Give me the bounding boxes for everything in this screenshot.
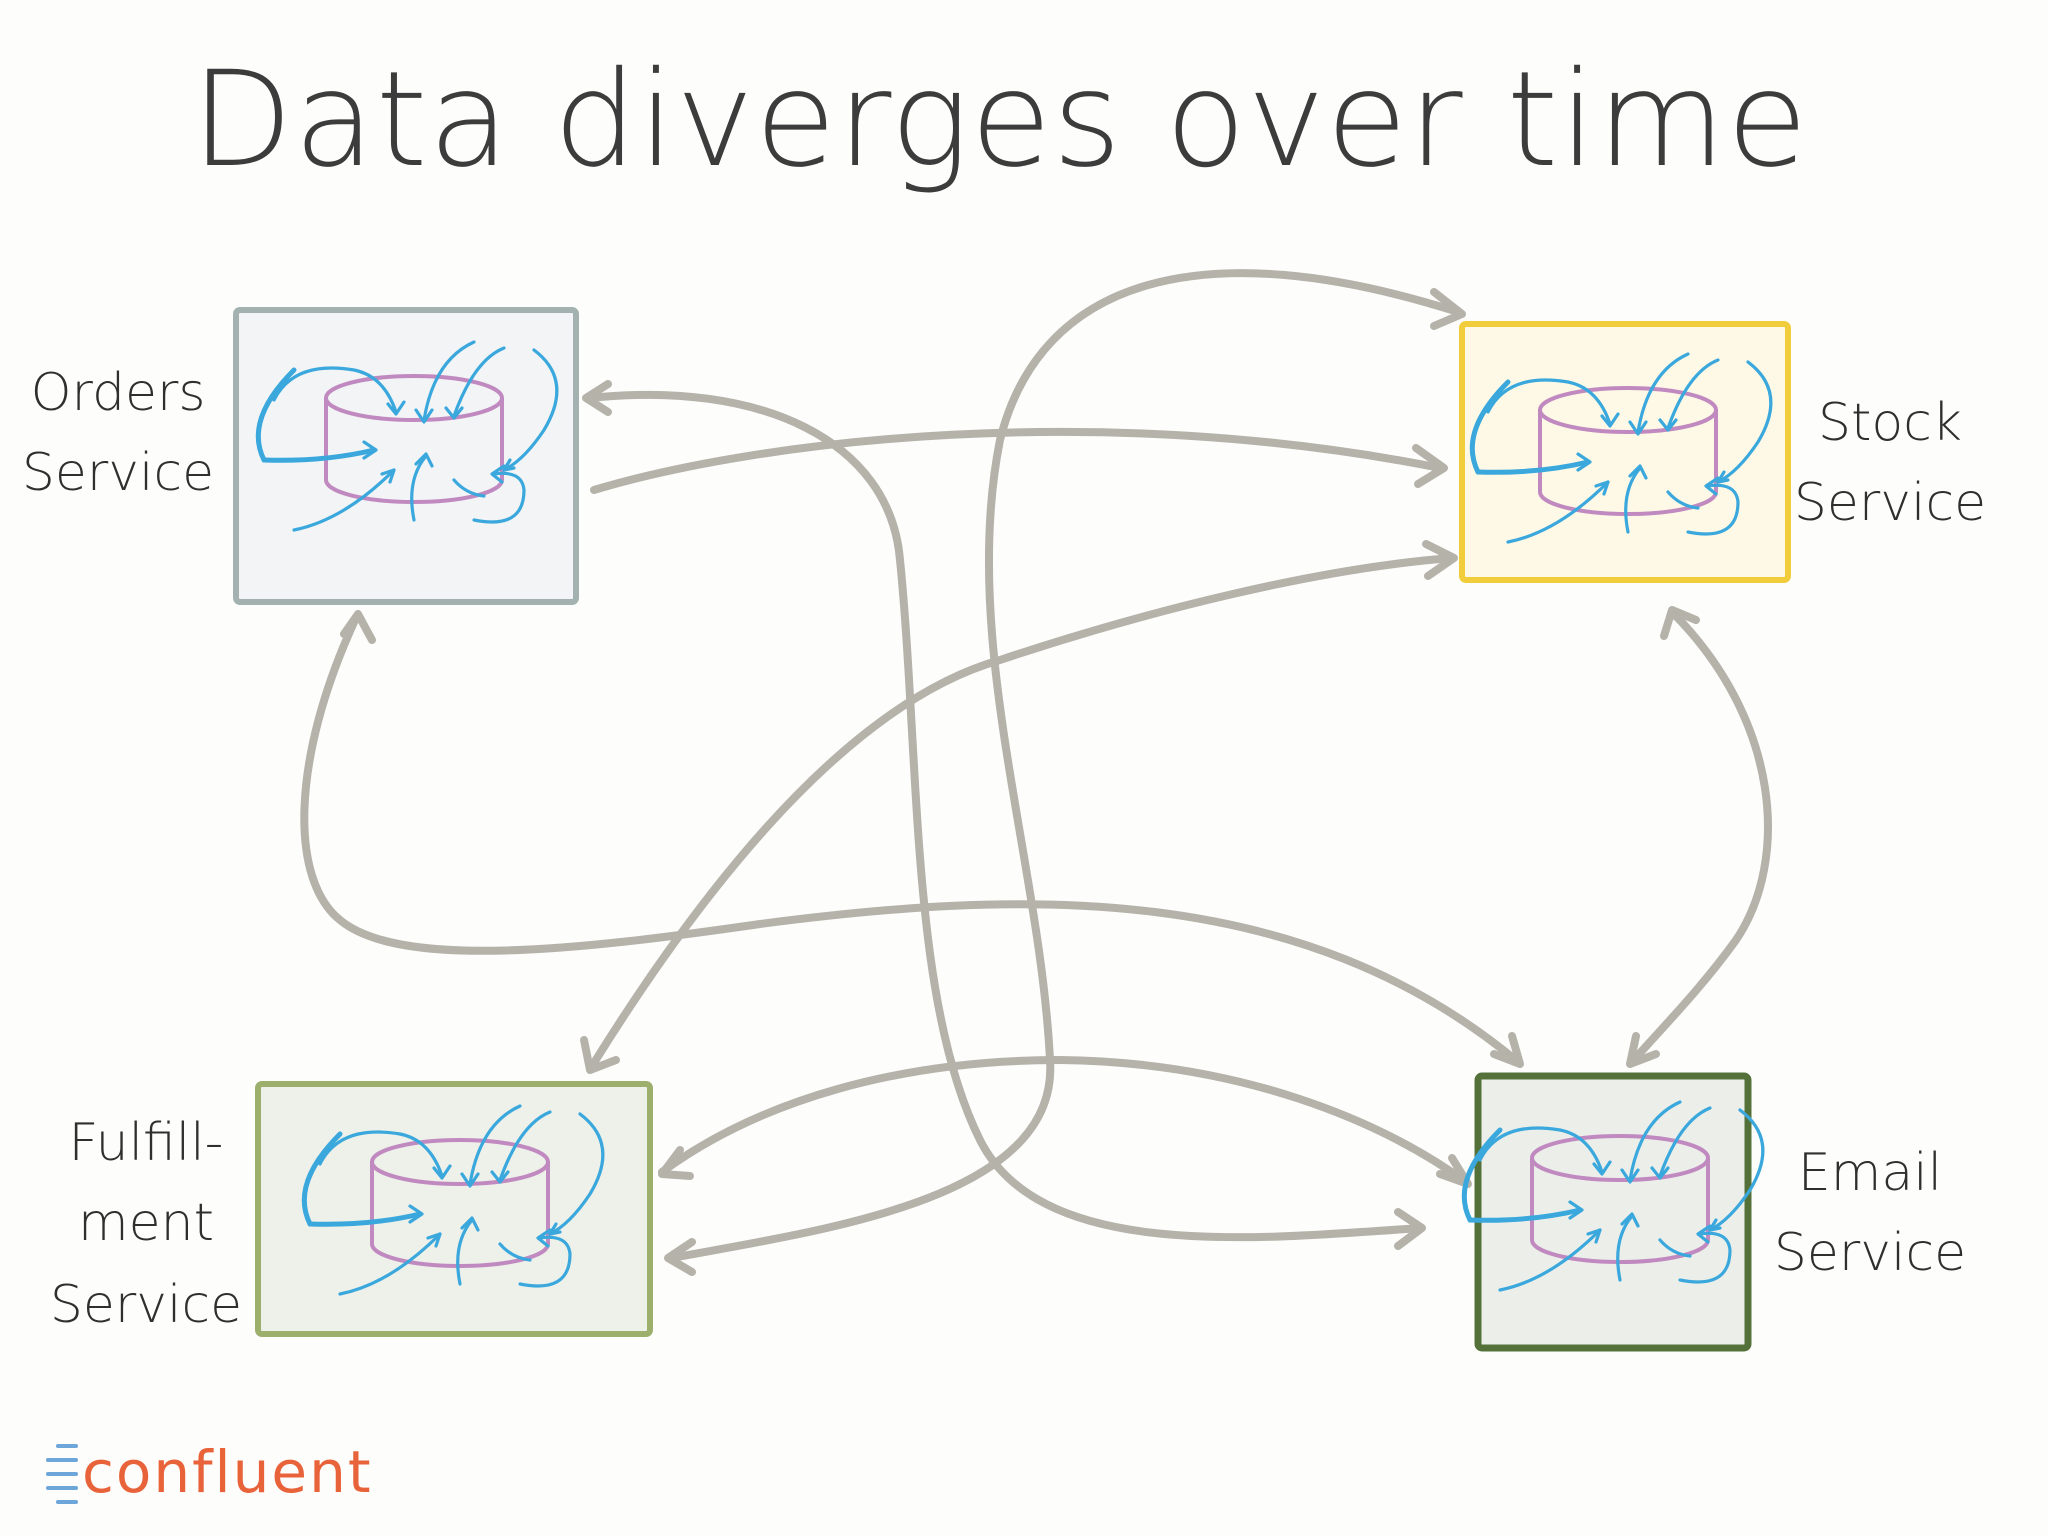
arrowhead-orders-stock xyxy=(1412,444,1448,488)
stock-label-line1: Stock xyxy=(1818,393,1962,453)
email-label-line1: Email xyxy=(1798,1143,1942,1203)
arrowhead-orders-email-start xyxy=(582,380,612,416)
connector-stock-email xyxy=(1628,608,1772,1066)
stock-service-box xyxy=(1459,321,1791,583)
connector-fulfillment-stock-top xyxy=(668,269,1462,1262)
connector-orders-email-curve xyxy=(300,614,1522,1066)
arrowhead-stock-email-end xyxy=(1626,1032,1660,1068)
arrowhead-fulfillment-stock-top-end xyxy=(1430,288,1466,330)
orders-service-box xyxy=(233,307,579,605)
fulfillment-label-line2: ment xyxy=(78,1193,214,1253)
connector-fulfillment-email xyxy=(658,1056,1470,1186)
page-title: Data diverges over time xyxy=(191,43,1809,197)
connectors xyxy=(300,269,1772,1276)
connector-fulfillment-stock-diag xyxy=(588,554,1456,1070)
email-service: Email Service xyxy=(1464,1072,1966,1352)
fulfillment-service: Fulfill- ment Service xyxy=(50,1081,653,1337)
connector-orders-email xyxy=(586,390,1424,1242)
arrowhead-fulfillment-stock-diag-start xyxy=(580,1036,620,1074)
fulfillment-service-box xyxy=(255,1081,653,1337)
confluent-logo: confluent xyxy=(46,1438,373,1506)
arrowhead-fulfillment-stock-top-start xyxy=(664,1238,696,1276)
arrowhead-fulfillment-stock-diag-end xyxy=(1422,540,1458,580)
stock-label-line2: Service xyxy=(1794,473,1986,533)
orders-service: Orders Service xyxy=(22,307,579,605)
confluent-logo-icon xyxy=(46,1444,78,1504)
arrowhead-orders-email-curve-start xyxy=(340,610,376,644)
stock-service: Stock Service xyxy=(1459,321,1986,583)
email-label-line2: Service xyxy=(1774,1223,1966,1283)
fulfillment-label-line3: Service xyxy=(50,1275,242,1335)
arrowhead-orders-email-curve-end xyxy=(1490,1032,1524,1068)
arrowhead-stock-email-start xyxy=(1660,606,1700,640)
arrowhead-fulfillment-email-start xyxy=(658,1146,694,1180)
arrowhead-orders-email-end xyxy=(1394,1208,1426,1250)
orders-label-line1: Orders xyxy=(31,363,206,423)
orders-label-line2: Service xyxy=(22,443,214,503)
connector-orders-stock xyxy=(590,427,1444,494)
brand-name: confluent xyxy=(82,1438,373,1506)
fulfillment-label-line1: Fulfill- xyxy=(69,1113,224,1173)
